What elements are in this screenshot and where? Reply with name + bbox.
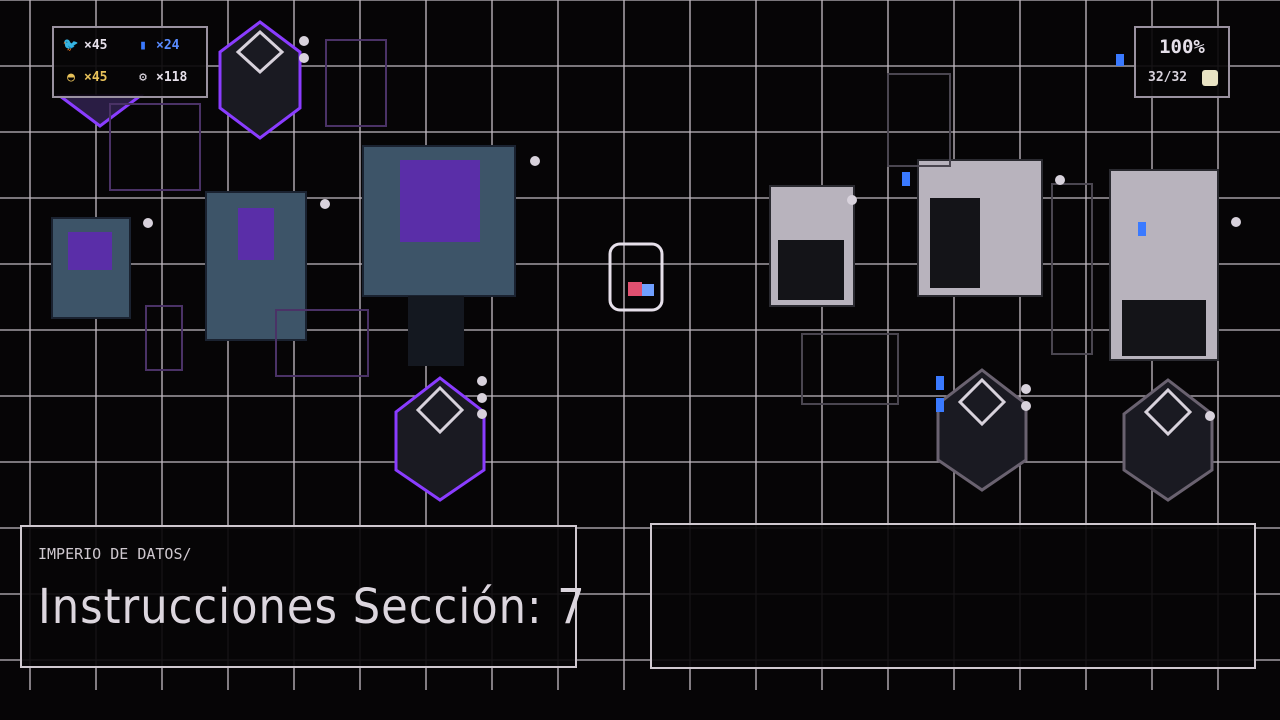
block-left-medium[interactable]: [205, 191, 307, 341]
collectible-count: 32/32: [1148, 70, 1188, 85]
resource-counter-panel: 🐦×45 ▮×24 ◓×45 ⚙×118: [52, 26, 208, 98]
stat-potions: ▮×24: [134, 38, 179, 53]
block-right-1[interactable]: [769, 185, 855, 307]
tower-corner-left[interactable]: [55, 94, 145, 128]
block-central-large[interactable]: [362, 145, 516, 366]
block-right-3[interactable]: [1109, 169, 1219, 361]
ghost-icon: ◓: [67, 70, 75, 85]
potion-icon: ▮: [139, 38, 147, 53]
stat-gears: ⚙×118: [134, 70, 187, 85]
collectible-dots: [143, 36, 1241, 421]
completion-panel: 100% 32/32: [1134, 26, 1230, 98]
bird-icon: 🐦: [62, 38, 80, 53]
faint-room-outlines-left: [109, 39, 387, 377]
section-dialog: IMPERIO DE DATOS/ Instrucciones Sección:…: [20, 525, 585, 668]
block-left-small[interactable]: [51, 217, 131, 319]
player-robot[interactable]: [608, 242, 664, 312]
tower-bottom-right-1[interactable]: [936, 368, 1028, 492]
blue-potions: [902, 54, 1146, 412]
info-panel-empty: [650, 523, 1256, 669]
block-right-2[interactable]: [917, 159, 1043, 297]
chip-icon: [1202, 70, 1218, 86]
tower-bottom-right-2[interactable]: [1122, 378, 1214, 502]
gear-coin-icon: ⚙: [139, 70, 147, 85]
faint-room-outlines-right: [801, 73, 1093, 405]
completion-percent: 100%: [1159, 36, 1205, 58]
breadcrumb: IMPERIO DE DATOS/: [38, 545, 192, 563]
tower-top-left[interactable]: [218, 20, 302, 140]
stat-birds: 🐦×45: [62, 38, 108, 53]
stat-ghosts: ◓×45: [62, 70, 107, 85]
section-title: Instrucciones Sección: 7: [38, 579, 586, 635]
